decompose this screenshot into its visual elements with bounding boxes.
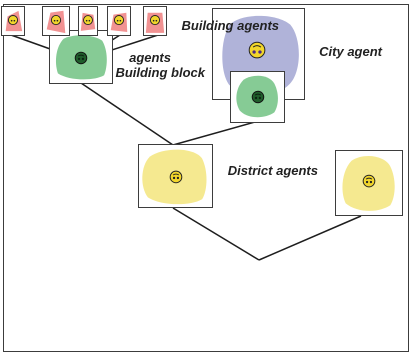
building-block-label-line2: agents (129, 50, 171, 65)
building-block-label-line1: Building block (115, 65, 205, 80)
building-agent-panel-2 (42, 6, 70, 36)
building-block-panel-2 (230, 71, 285, 123)
building-agent-panel-5 (143, 6, 167, 36)
connector-district-block-1 (80, 82, 174, 146)
connector-district-block-2 (172, 121, 256, 146)
connector-city-district-2 (258, 215, 362, 261)
district-agents-label: District agents (227, 163, 318, 178)
building-agent-panel-3 (78, 6, 98, 36)
city-agent-label: City agent (319, 44, 382, 59)
district-agent-panel-1 (138, 144, 213, 208)
district-agent-panel-2 (335, 150, 403, 216)
building-agent-panel-4 (107, 6, 131, 36)
building-agents-label: Building agents (181, 18, 280, 33)
building-block-panel-1 (49, 30, 113, 84)
connector-city-district-1 (172, 207, 260, 261)
building-agent-panel-1 (1, 6, 25, 36)
